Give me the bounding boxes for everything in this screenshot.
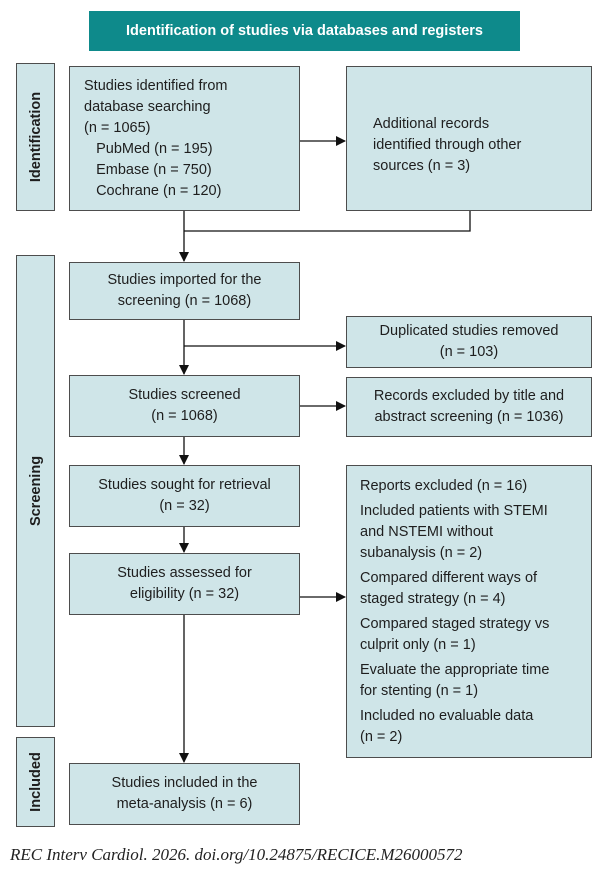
phase-identification: Identification bbox=[16, 63, 55, 211]
box-text-line: (n = 2) bbox=[360, 729, 403, 745]
excluded-title-box: Records excluded by title and abstract sc… bbox=[346, 377, 592, 437]
box-text-line: Studies assessed for bbox=[117, 565, 252, 581]
duplicates-box: Duplicated studies removed (n = 103) bbox=[346, 316, 592, 368]
box-text-line: screening (n = 1068) bbox=[117, 293, 252, 309]
box-text-line: Evaluate the appropriate time bbox=[360, 662, 550, 678]
imported-box: Studies imported for the screening (n = 1… bbox=[69, 262, 300, 320]
box-text-line: abstract screening (n = 1036) bbox=[374, 409, 564, 425]
box-text-line: (n = 1068) bbox=[151, 408, 218, 424]
box-text-line: subanalysis (n = 2) bbox=[360, 545, 483, 561]
box-text-line: (n = 1065) bbox=[84, 120, 151, 136]
box-text-line: Records excluded by title and bbox=[373, 388, 565, 404]
box-text-line: Embase (n = 750) bbox=[84, 162, 212, 178]
box-text-line: Additional records bbox=[373, 116, 490, 132]
included-box: Studies included in the meta-analysis (n … bbox=[69, 763, 300, 825]
exclusion-reason: Evaluate the appropriate time for stentin… bbox=[360, 660, 591, 702]
box-text-line: (n = 32) bbox=[159, 498, 210, 514]
screened-box: Studies screened (n = 1068) bbox=[69, 375, 300, 437]
box-text-line: database searching bbox=[84, 99, 211, 115]
box-text-line: (n = 103) bbox=[439, 344, 499, 360]
box-text-line: Included patients with STEMI bbox=[360, 503, 548, 519]
phase-screening: Screening bbox=[16, 255, 55, 727]
other-sources-box: Additional records identified through oth… bbox=[346, 66, 592, 211]
box-text-line: Reports excluded (n = 16) bbox=[360, 478, 528, 494]
box-text-line: for stenting (n = 1) bbox=[360, 683, 479, 699]
box-text-line: staged strategy (n = 4) bbox=[360, 591, 506, 607]
box-text-line: Included no evaluable data bbox=[360, 708, 534, 724]
box-text-line: identified through other bbox=[373, 137, 522, 153]
exclusion-reason: Included patients with STEMI and NSTEMI w… bbox=[360, 501, 591, 564]
exclusion-reason: Included no evaluable data (n = 2) bbox=[360, 706, 591, 748]
exclusion-reason: Compared different ways of staged strateg… bbox=[360, 568, 591, 610]
diagram-title: Identification of studies via databases … bbox=[89, 11, 520, 51]
figure-caption: REC Interv Cardiol. 2026. doi.org/10.248… bbox=[10, 845, 463, 864]
box-text-line: Studies sought for retrieval bbox=[98, 477, 271, 493]
database-search-box: Studies identified from database searchin… bbox=[69, 66, 300, 211]
box-text-line: Studies imported for the bbox=[107, 272, 262, 288]
box-text-line: eligibility (n = 32) bbox=[129, 586, 240, 602]
phase-included: Included bbox=[16, 737, 55, 827]
reports-excluded-box: Reports excluded (n = 16) Included patien… bbox=[346, 465, 592, 758]
box-text-line: culprit only (n = 1) bbox=[360, 637, 476, 653]
box-text-line: PubMed (n = 195) bbox=[84, 141, 213, 157]
box-text-line: Studies screened bbox=[128, 387, 241, 403]
box-text-line: and NSTEMI without bbox=[360, 524, 493, 540]
box-text-line: Compared different ways of bbox=[360, 570, 538, 586]
box-text-line: Cochrane (n = 120) bbox=[84, 183, 222, 199]
box-text-line: sources (n = 3) bbox=[373, 158, 471, 174]
box-text-line: Compared staged strategy vs bbox=[360, 616, 550, 632]
retrieval-box: Studies sought for retrieval (n = 32) bbox=[69, 465, 300, 527]
box-text-line: Studies included in the bbox=[111, 775, 258, 791]
exclusion-reason: Compared staged strategy vs culprit only … bbox=[360, 614, 591, 656]
connector-other-merge bbox=[184, 211, 471, 232]
eligibility-box: Studies assessed for eligibility (n = 32) bbox=[69, 553, 300, 615]
box-text-line: Studies identified from bbox=[84, 78, 228, 94]
box-text-line: Duplicated studies removed bbox=[379, 323, 559, 339]
box-text-line: meta-analysis (n = 6) bbox=[116, 796, 253, 812]
reports-excluded-total: Reports excluded (n = 16) bbox=[360, 476, 591, 497]
